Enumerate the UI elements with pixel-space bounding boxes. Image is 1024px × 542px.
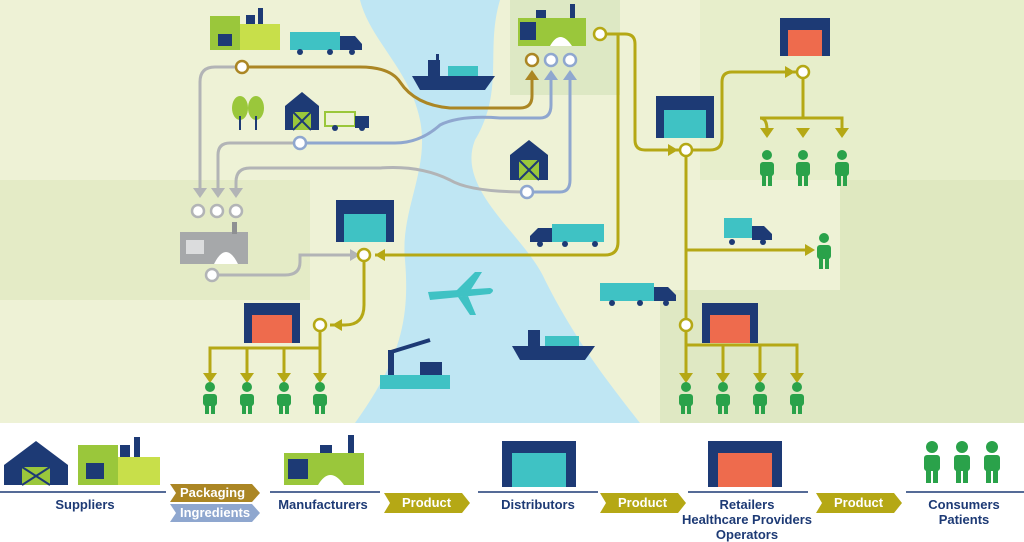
patients-line: Patients bbox=[938, 512, 990, 527]
truck-icon bbox=[724, 218, 772, 245]
cargo-ship-icon bbox=[412, 54, 495, 90]
factory-icon bbox=[284, 435, 364, 485]
healthcare-providers-line: Healthcare Providers bbox=[681, 512, 813, 527]
store-icon bbox=[244, 303, 300, 343]
factory-icon bbox=[180, 222, 248, 264]
person-icon bbox=[760, 150, 774, 186]
legend-graphics bbox=[0, 435, 1024, 522]
person-icon bbox=[796, 150, 810, 186]
factory-icon bbox=[210, 8, 280, 50]
store-icon bbox=[702, 303, 758, 343]
person-icon bbox=[753, 382, 767, 414]
product-label: Product bbox=[834, 495, 884, 510]
person-icon bbox=[679, 382, 693, 414]
person-icon bbox=[277, 382, 291, 414]
packaging-label: Packaging bbox=[180, 485, 246, 500]
barn-icon bbox=[510, 140, 548, 181]
ingredients-arrow bbox=[170, 504, 260, 522]
person-icon bbox=[835, 150, 849, 186]
cargo-ship-icon bbox=[512, 330, 595, 360]
barn-icon bbox=[285, 92, 319, 131]
product-arrow bbox=[600, 493, 686, 513]
person-icon bbox=[240, 382, 254, 414]
manufacturers-label: Manufacturers bbox=[278, 497, 368, 512]
store-icon bbox=[708, 441, 782, 487]
retailers-line: Retailers bbox=[719, 497, 775, 512]
airplane-icon bbox=[428, 272, 493, 315]
product-flow-lines bbox=[208, 32, 844, 375]
land-patch bbox=[510, 0, 620, 95]
factory-icon bbox=[78, 437, 160, 485]
river bbox=[355, 0, 640, 423]
packaging-flow-line bbox=[242, 65, 534, 110]
consumer-people bbox=[203, 150, 849, 414]
person-icon bbox=[716, 382, 730, 414]
land-patch bbox=[840, 180, 1024, 300]
truck-icon bbox=[600, 283, 676, 306]
supply-chain-map bbox=[0, 0, 1024, 423]
consumers-line: Consumers bbox=[928, 497, 1000, 512]
supply-flow-lines bbox=[198, 65, 528, 277]
person-icon bbox=[817, 233, 831, 269]
distributors-label: Distributors bbox=[501, 497, 575, 512]
truck-icon bbox=[530, 224, 604, 247]
tractor-icon bbox=[324, 111, 369, 131]
barn-icon bbox=[4, 441, 68, 486]
person-icon bbox=[203, 382, 217, 414]
legend-strip: Suppliers Packaging Ingredients Manufact… bbox=[0, 423, 1024, 542]
packaging-arrow bbox=[170, 484, 260, 502]
connector-nodes bbox=[190, 26, 811, 333]
person-icon bbox=[313, 382, 327, 414]
land-patch bbox=[700, 0, 1024, 180]
consumers-label: Consumers Patients bbox=[904, 497, 1024, 527]
warehouse-icon bbox=[502, 441, 576, 487]
store-icon bbox=[780, 18, 830, 56]
factory-icon bbox=[518, 4, 586, 46]
ingredients-label: Ingredients bbox=[180, 505, 251, 520]
flow-arrowheads bbox=[193, 66, 849, 383]
land-patch bbox=[0, 180, 310, 300]
product-label: Product bbox=[618, 495, 668, 510]
product-arrow bbox=[816, 493, 902, 513]
product-arrow bbox=[384, 493, 470, 513]
product-label: Product bbox=[402, 495, 452, 510]
suppliers-label: Suppliers bbox=[55, 497, 115, 512]
operators-line: Operators bbox=[715, 527, 779, 542]
person-icon bbox=[924, 441, 1000, 483]
crane-barge-icon bbox=[380, 338, 450, 389]
warehouse-icon bbox=[656, 96, 714, 138]
ingredients-flow-lines bbox=[300, 78, 572, 194]
retailers-label: Retailers Healthcare Providers Operators bbox=[672, 497, 822, 542]
person-icon bbox=[790, 382, 804, 414]
tree-icon bbox=[232, 96, 264, 130]
truck-icon bbox=[290, 32, 362, 55]
warehouse-icon bbox=[336, 200, 394, 242]
